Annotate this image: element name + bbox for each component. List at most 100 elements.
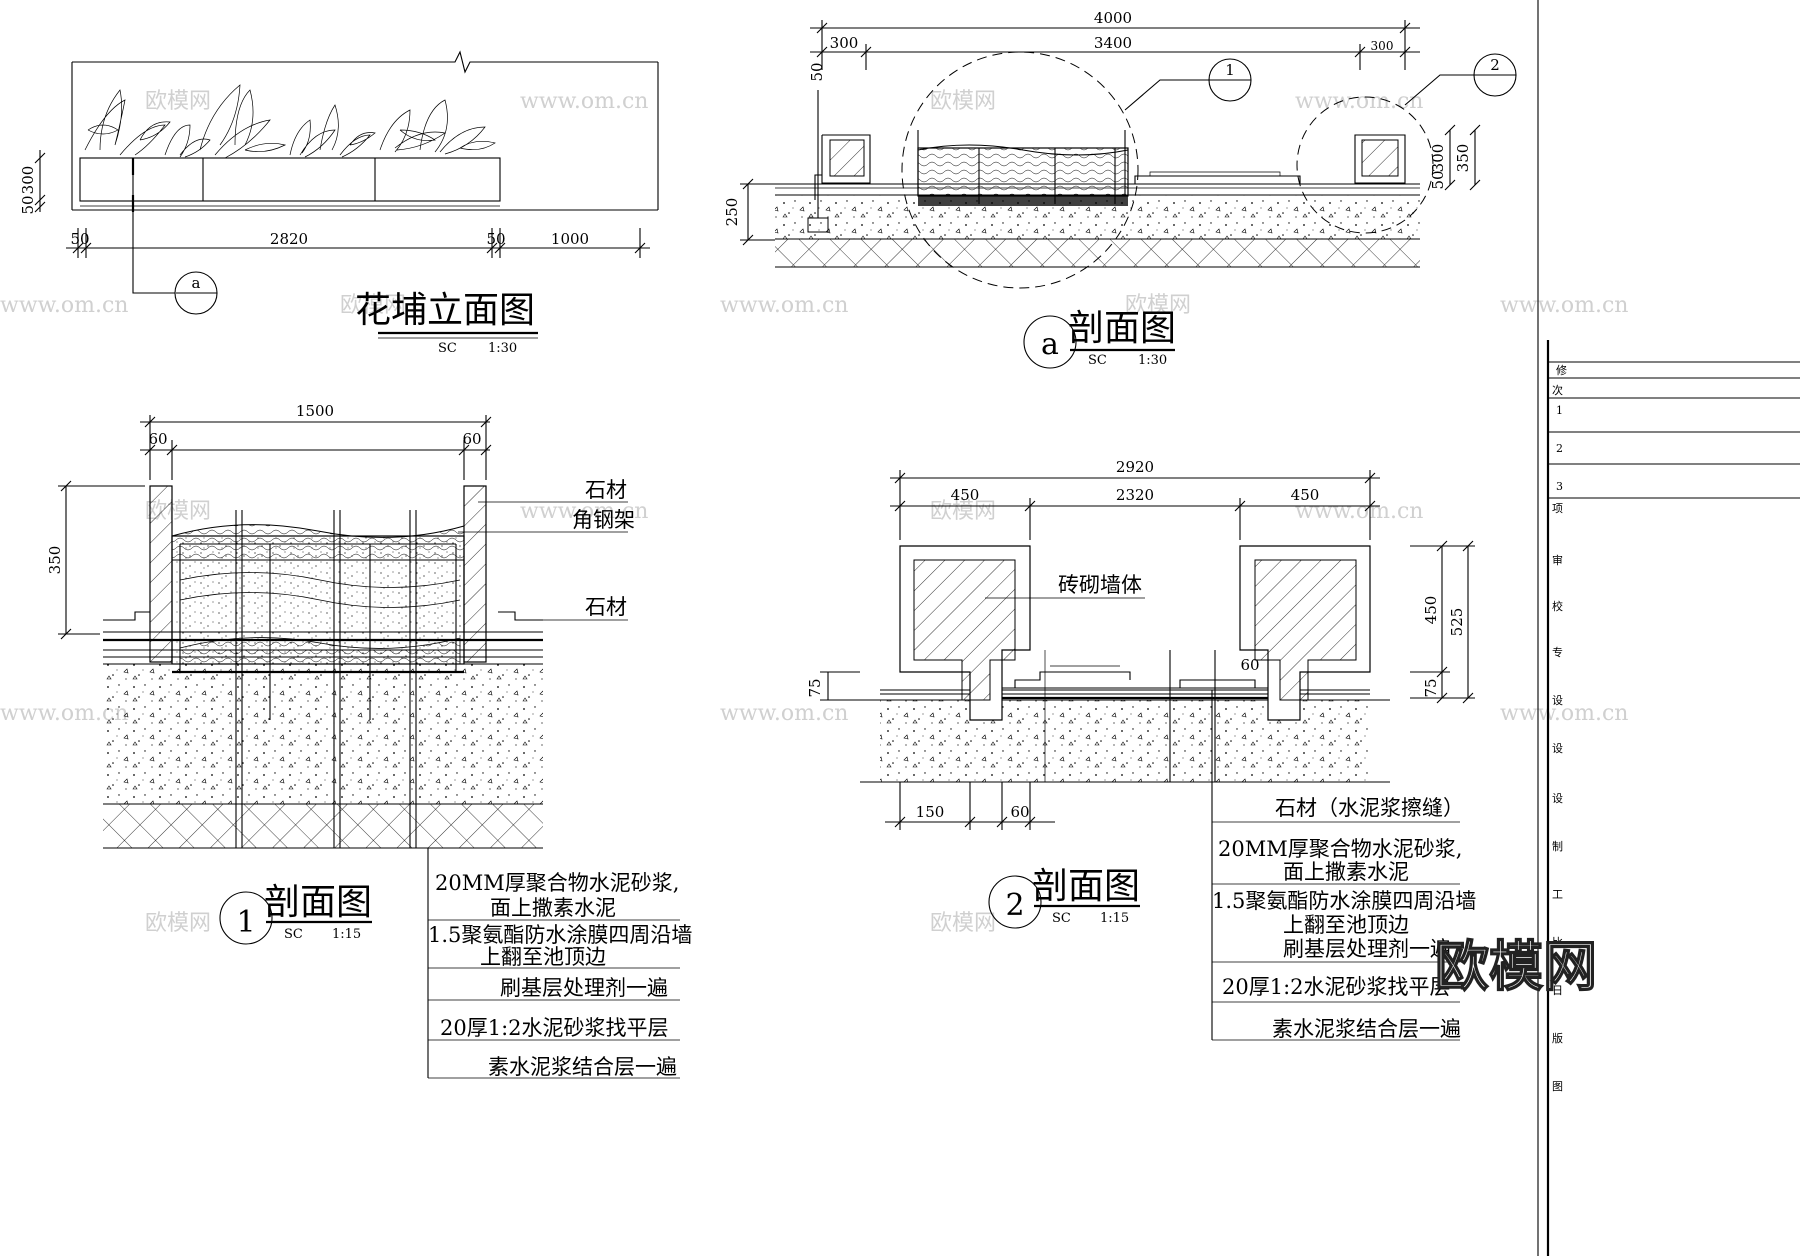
- dim-label: 1500: [296, 402, 334, 420]
- layer-note: 素水泥浆结合层一遍: [1272, 1017, 1461, 1041]
- watermark-url: www.om.cn: [1295, 499, 1423, 524]
- watermark-layer: www.om.cn www.om.cn www.om.cn www.om.cn …: [0, 89, 1628, 936]
- dim-label: 50: [486, 230, 505, 248]
- dim-label: 250: [723, 198, 741, 227]
- material-label: 角钢架: [572, 508, 635, 532]
- brand-watermark-logo: 欧模网: [1435, 934, 1597, 998]
- dim-label: 4000: [1094, 9, 1132, 27]
- watermark-brand: 欧模网: [930, 911, 996, 936]
- watermark-url: www.om.cn: [520, 499, 648, 524]
- dim-label: 450: [951, 486, 980, 504]
- scale-value: 1:15: [1100, 911, 1129, 926]
- dim-label: 50: [70, 230, 89, 248]
- material-label: 砖砌墙体: [1058, 573, 1142, 597]
- layer-note: 1.5聚氨酯防水涂膜四周沿墙: [428, 923, 692, 947]
- dim-label: 2320: [1116, 486, 1154, 504]
- plant-foliage: [84, 84, 496, 159]
- layer-note: 素水泥浆结合层一遍: [488, 1055, 677, 1079]
- dim-label: 60: [462, 430, 481, 448]
- dim-label: 525: [1448, 608, 1466, 637]
- title-block-cell: 次: [1552, 383, 1563, 397]
- callout-label: 1: [1225, 61, 1235, 79]
- title-block-cell: 设: [1552, 792, 1563, 805]
- title-block-cell: 专: [1552, 645, 1563, 659]
- layer-note: 20MM厚聚合物水泥砂浆,: [435, 871, 679, 895]
- watermark-brand: 欧模网: [930, 499, 996, 524]
- layer-note: 上翻至池顶边: [1283, 913, 1409, 937]
- title-block-cell: 日: [1552, 984, 1563, 997]
- watermark-url: www.om.cn: [1500, 293, 1628, 318]
- title-block-cell: 工: [1552, 888, 1563, 901]
- dim-label: 450: [1291, 486, 1320, 504]
- title-block: 修 次 1 2 3 项 审 校 专 设 设 设 制 工 比 日 版 图: [1537, 0, 1800, 1256]
- view-title: 花埔立面图: [355, 290, 535, 331]
- view-title: 剖面图: [1032, 866, 1140, 907]
- dim-label: 450: [1422, 596, 1440, 625]
- layer-note: 刷基层处理剂一遍: [500, 976, 668, 1000]
- layer-note: 刷基层处理剂一遍: [1283, 937, 1451, 961]
- scale-code: SC: [1088, 353, 1107, 368]
- section-1-view: 1500 60 60 350 石材 角钢架 石材 20MM厚聚合物水泥砂浆, 面…: [46, 402, 692, 1079]
- view-marker: a: [1041, 327, 1059, 362]
- watermark-url: www.om.cn: [1500, 701, 1628, 726]
- elevation-view: a 50 2820 50 1000 300 50 花埔立面图 SC 1:30: [19, 50, 659, 356]
- dim-label: 60: [1240, 656, 1259, 674]
- material-label: 石材: [585, 478, 627, 502]
- dim-label: 300: [19, 166, 37, 195]
- dim-label: 150: [916, 803, 945, 821]
- dim-label: 50: [808, 62, 826, 81]
- scale-code: SC: [1052, 911, 1071, 926]
- watermark-brand: 欧模网: [145, 89, 211, 114]
- dim-label: 60: [1010, 803, 1029, 821]
- watermark-url: www.om.cn: [720, 701, 848, 726]
- layer-note: 1.5聚氨酯防水涂膜四周沿墙: [1212, 889, 1476, 913]
- layer-note: 20厚1:2水泥砂浆找平层: [1222, 975, 1451, 999]
- watermark-brand: 欧模网: [145, 911, 211, 936]
- scale-code: SC: [284, 927, 303, 942]
- dim-label: 1000: [551, 230, 589, 248]
- dim-label: 350: [46, 546, 64, 575]
- title-block-cell: 版: [1552, 1031, 1563, 1045]
- layer-note: 20厚1:2水泥砂浆找平层: [440, 1016, 669, 1040]
- callout-label: 2: [1490, 56, 1500, 74]
- scale-value: 1:15: [332, 927, 361, 942]
- title-block-cell: 制: [1552, 840, 1563, 853]
- watermark-brand: 欧模网: [340, 293, 406, 318]
- view-title: 剖面图: [1068, 308, 1176, 349]
- title-block-cell: 1: [1556, 404, 1563, 417]
- title-block-cell: 图: [1552, 1080, 1563, 1093]
- watermark-brand: 欧模网: [930, 89, 996, 114]
- watermark-url: www.om.cn: [520, 89, 648, 114]
- dim-label: 300: [1371, 39, 1394, 53]
- title-block-cell: 比: [1552, 936, 1563, 949]
- title-block-cell: 校: [1552, 599, 1563, 613]
- title-block-cell: 审: [1552, 553, 1563, 567]
- dim-label: 300: [1429, 144, 1447, 173]
- view-marker: 2: [1005, 888, 1024, 923]
- watermark-url: www.om.cn: [720, 293, 848, 318]
- scale-code: SC: [438, 341, 457, 356]
- title-block-cell: 项: [1552, 502, 1563, 515]
- layer-note: 上翻至池顶边: [480, 945, 606, 969]
- dim-label: 50: [19, 195, 37, 214]
- material-label: 石材: [585, 595, 627, 619]
- watermark-url: www.om.cn: [0, 293, 128, 318]
- scale-value: 1:30: [488, 341, 517, 356]
- layer-note: 面上撒素水泥: [1283, 860, 1409, 884]
- dim-label: 2920: [1116, 458, 1154, 476]
- dim-label: 50: [1429, 170, 1447, 189]
- dim-label: 300: [830, 34, 859, 52]
- title-block-cell: 2: [1556, 442, 1563, 455]
- callout-label: a: [192, 274, 201, 292]
- layer-note: 面上撒素水泥: [490, 896, 616, 920]
- dim-label: 3400: [1094, 34, 1132, 52]
- dim-label: 2820: [270, 230, 308, 248]
- dim-label: 350: [1454, 144, 1472, 173]
- watermark-brand: 欧模网: [1125, 293, 1191, 318]
- layer-note: 石材（水泥浆擦缝）: [1275, 796, 1464, 820]
- dim-label: 60: [148, 430, 167, 448]
- title-block-cell: 设: [1552, 694, 1563, 707]
- view-marker: 1: [236, 905, 255, 940]
- section-a-view: 4000 300 3400 300 50 250 300 350 50 1 2 …: [723, 9, 1517, 369]
